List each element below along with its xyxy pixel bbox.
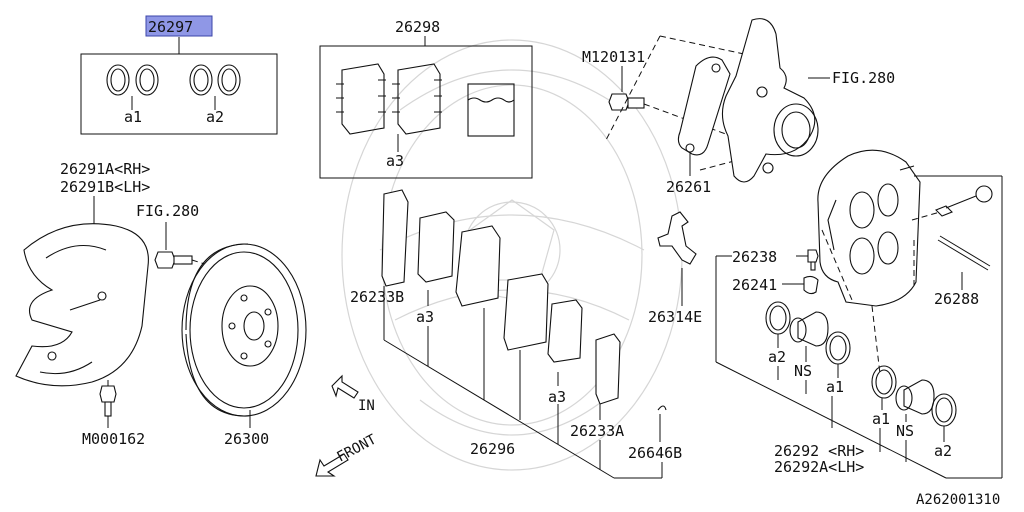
label-shim-b[interactable]: 26233B [350,288,404,306]
label-spring[interactable]: 26314E [648,308,702,326]
label-ns-right[interactable]: NS [896,422,914,440]
seal-kit-group: 26297 a1 a2 [80,15,278,135]
label-pad[interactable]: 26296 [470,440,515,458]
label-support[interactable]: 26261 [666,178,711,196]
pad-kit-group: 26298 a3 [319,18,533,179]
label-seal-a1-right[interactable]: a1 [872,410,890,428]
caliper-group: 26288 [817,149,1003,479]
label-pad-kit-a3[interactable]: a3 [386,152,404,170]
reference-code: A262001310 [916,492,1000,508]
front-arrow-icon [315,453,349,477]
label-pad-a3-left[interactable]: a3 [416,308,434,326]
label-cover-lh[interactable]: 26291B<LH> [60,178,150,196]
label-seal-a2-left[interactable]: a2 [768,348,786,366]
label-caliper-lh[interactable]: 26292A<LH> [774,458,864,476]
spring-group: 26314E [648,211,702,326]
label-kit-seal[interactable]: 26297 [148,18,193,36]
label-pin[interactable]: 26288 [934,290,979,308]
label-hub-ref[interactable]: FIG.280 [136,202,199,220]
label-shim-a[interactable]: 26233A [570,422,624,440]
label-in-arrow[interactable]: IN [358,398,375,414]
pad-kit-box [319,45,533,179]
label-kit-a2[interactable]: a2 [206,108,224,126]
in-arrow-icon [331,374,359,399]
label-kit-a1[interactable]: a1 [124,108,142,126]
in-arrow-group: IN [331,374,375,414]
label-pad-a3-right[interactable]: a3 [548,388,566,406]
highlight-marker [145,15,213,37]
label-cover-rh[interactable]: 26291A<RH> [60,160,150,178]
front-arrow-group: FRONT [315,431,380,477]
label-seal-a1-left[interactable]: a1 [826,378,844,396]
knuckle-group: M120131 26261 FIG.280 [582,18,895,196]
piston-seal-group: a2 NS a1 a1 NS a2 [765,301,957,462]
label-seal-a2-right[interactable]: a2 [934,442,952,460]
seal-kit-box [80,53,278,135]
label-ns-left[interactable]: NS [794,362,812,380]
label-knuckle-ref[interactable]: FIG.280 [832,69,895,87]
label-bracket-bolt[interactable]: M120131 [582,48,645,66]
label-bleeder[interactable]: 26238 [732,248,777,266]
label-clip[interactable]: 26646B [628,444,682,462]
label-rotor[interactable]: 26300 [224,430,269,448]
rotor-group: FIG.280 26300 [136,202,307,448]
label-front-arrow[interactable]: FRONT [334,431,379,465]
pad-shim-group: 26233B a3 a3 26233A 26646B 26296 [350,189,682,479]
label-cover-bolt[interactable]: M000162 [82,430,145,448]
bleeder-group: 26238 26241 [715,248,947,479]
label-cap[interactable]: 26241 [732,276,777,294]
label-pad-kit[interactable]: 26298 [395,18,440,36]
disc-cover-group: 26291A<RH> 26291B<LH> M000162 [15,160,150,448]
label-caliper-rh[interactable]: 26292 <RH> [774,442,864,460]
